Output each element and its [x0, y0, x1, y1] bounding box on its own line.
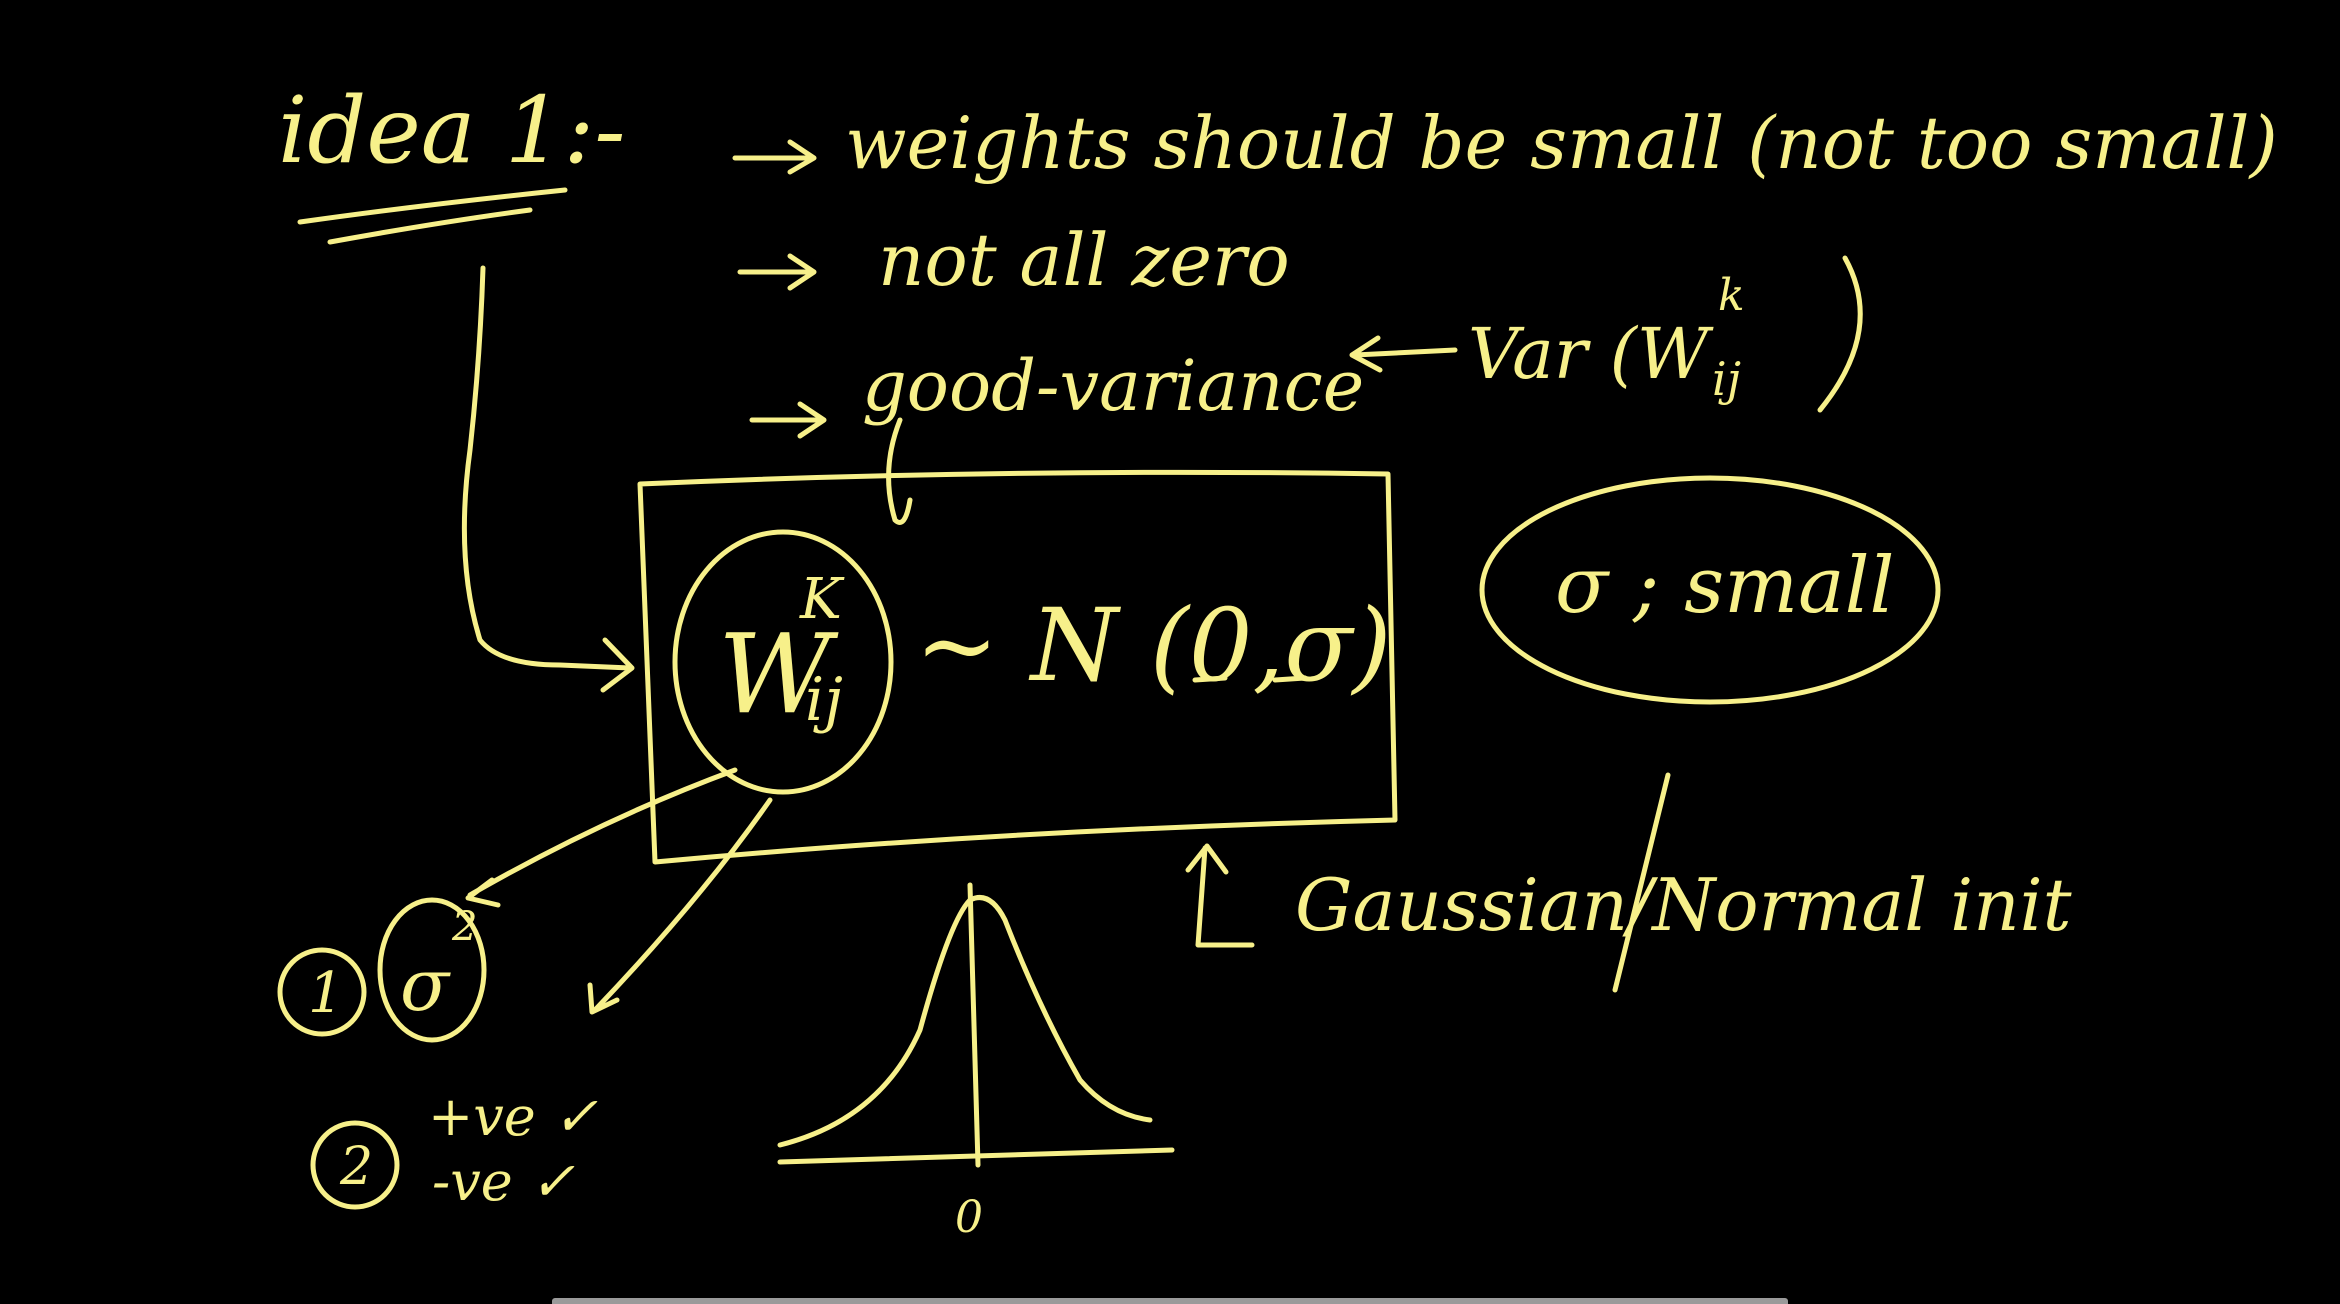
note-1-circle: [277, 947, 367, 1037]
note-1-number: 1: [308, 961, 344, 1026]
variance-superscript: k: [1718, 270, 1745, 321]
arrow-to-sign: [587, 797, 773, 1015]
note-1-sigma-sup: 2: [451, 904, 477, 950]
variance-close-paren: [1817, 255, 1863, 413]
bell-center-line: [967, 882, 981, 1168]
arrow-to-sigma-squared: [465, 767, 738, 908]
note-2-negative: -ve ✓: [432, 1150, 575, 1213]
title-underline-2: [327, 207, 533, 245]
note-2-circle: [310, 1120, 400, 1210]
idea-title: idea 1:-: [278, 77, 625, 184]
horizontal-scrollbar[interactable]: [552, 1298, 1788, 1304]
sigma-note-ellipse: [1479, 475, 1941, 705]
sigma-note: σ ; small: [1555, 541, 1895, 631]
bell-curve: [777, 895, 1153, 1148]
idea-to-box-arrow: [461, 265, 635, 693]
formula-weight-subscript: ij: [805, 665, 843, 735]
bullet-not-all-zero: not all zero: [878, 218, 1290, 302]
gaussian-slash: [1612, 772, 1671, 993]
variance-arrow: [1349, 335, 1458, 373]
note-1-sigma: σ: [400, 943, 451, 1027]
variance-expression: Var (W: [1468, 313, 1714, 395]
formula-distribution: ~ N (0,σ): [915, 587, 1392, 704]
bullet-arrow-1: [732, 139, 817, 175]
formula-weight-superscript: K: [799, 567, 845, 632]
bullet-arrow-3: [749, 401, 827, 439]
formula-weight: W: [718, 610, 839, 738]
formula-underlines: [1192, 675, 1308, 683]
title-underline-1: [297, 187, 568, 225]
bullet-arrow-2: [737, 253, 817, 291]
weight-circle: [672, 529, 894, 795]
formula-box: [637, 469, 1398, 865]
bullet-weights-small: weights should be small (not too small): [845, 101, 2278, 185]
axis-zero-label: 0: [955, 1192, 983, 1243]
bullet-good-variance: good-variance: [862, 345, 1364, 427]
gaussian-arrow: [1185, 843, 1255, 948]
note-2-positive: +ve ✓: [428, 1085, 598, 1148]
note-1-sigma-circle: [377, 897, 487, 1043]
note-2-number: 2: [339, 1137, 373, 1197]
good-variance-descender: [886, 417, 913, 525]
variance-subscript: ij: [1712, 352, 1741, 406]
gaussian-label: Gaussian/Normal init: [1295, 863, 2073, 947]
